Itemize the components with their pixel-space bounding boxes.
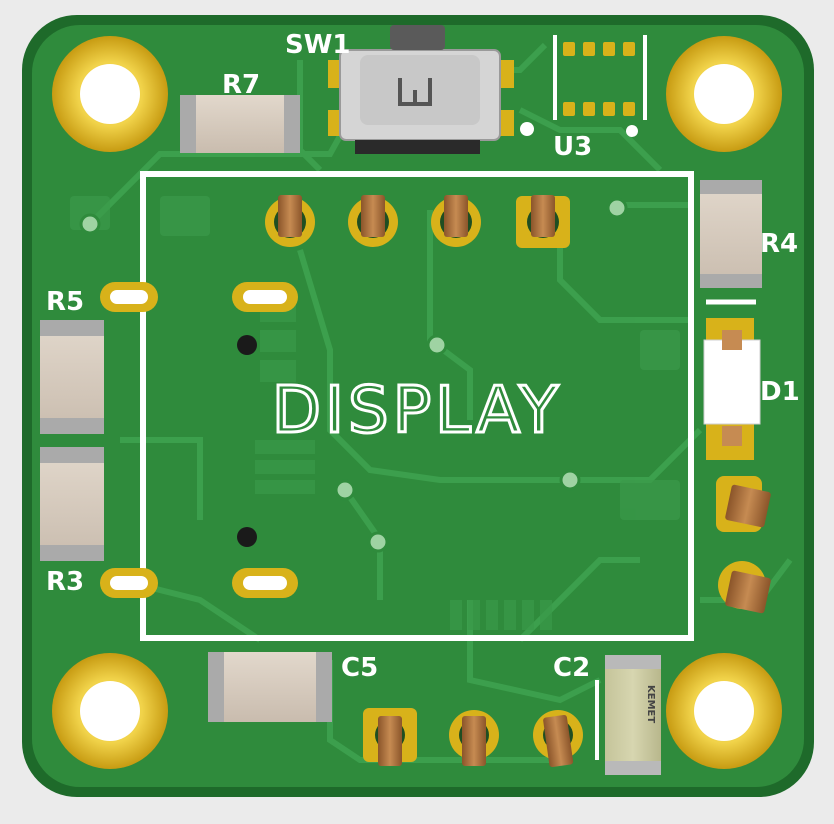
label-r3: R3 (46, 567, 84, 597)
label-c2: C2 (553, 653, 590, 683)
ic-u3 (520, 35, 647, 137)
label-r7: R7 (222, 70, 260, 100)
mounting-hole-top-right (666, 36, 782, 152)
label-r4: R4 (760, 229, 798, 259)
resistor-r3 (40, 447, 104, 561)
switch-sw1[interactable] (328, 25, 514, 154)
capacitor-c2: KEMET (595, 655, 661, 775)
capacitor-c5 (208, 652, 332, 722)
label-display: DISPLAY (272, 374, 562, 448)
label-c5: C5 (341, 653, 378, 683)
resistor-r7 (180, 95, 300, 153)
resistor-r4 (700, 180, 762, 288)
mounting-hole-bottom-right (666, 653, 782, 769)
label-r5: R5 (46, 287, 84, 317)
header-pins-top (265, 195, 570, 248)
display-slots (100, 282, 298, 598)
display-outline (140, 171, 694, 641)
label-sw1: SW1 (285, 30, 351, 60)
capacitor-marking: KEMET (645, 685, 656, 723)
resistor-r5 (40, 320, 104, 434)
label-u3: U3 (553, 132, 592, 162)
mounting-hole-bottom-left (52, 653, 168, 769)
header-pins-right (716, 476, 771, 614)
label-d1: D1 (760, 377, 800, 407)
vias (79, 197, 628, 553)
header-pins-bottom (363, 708, 583, 768)
led-d1 (703, 299, 761, 460)
mounting-hole-top-left (52, 36, 168, 152)
